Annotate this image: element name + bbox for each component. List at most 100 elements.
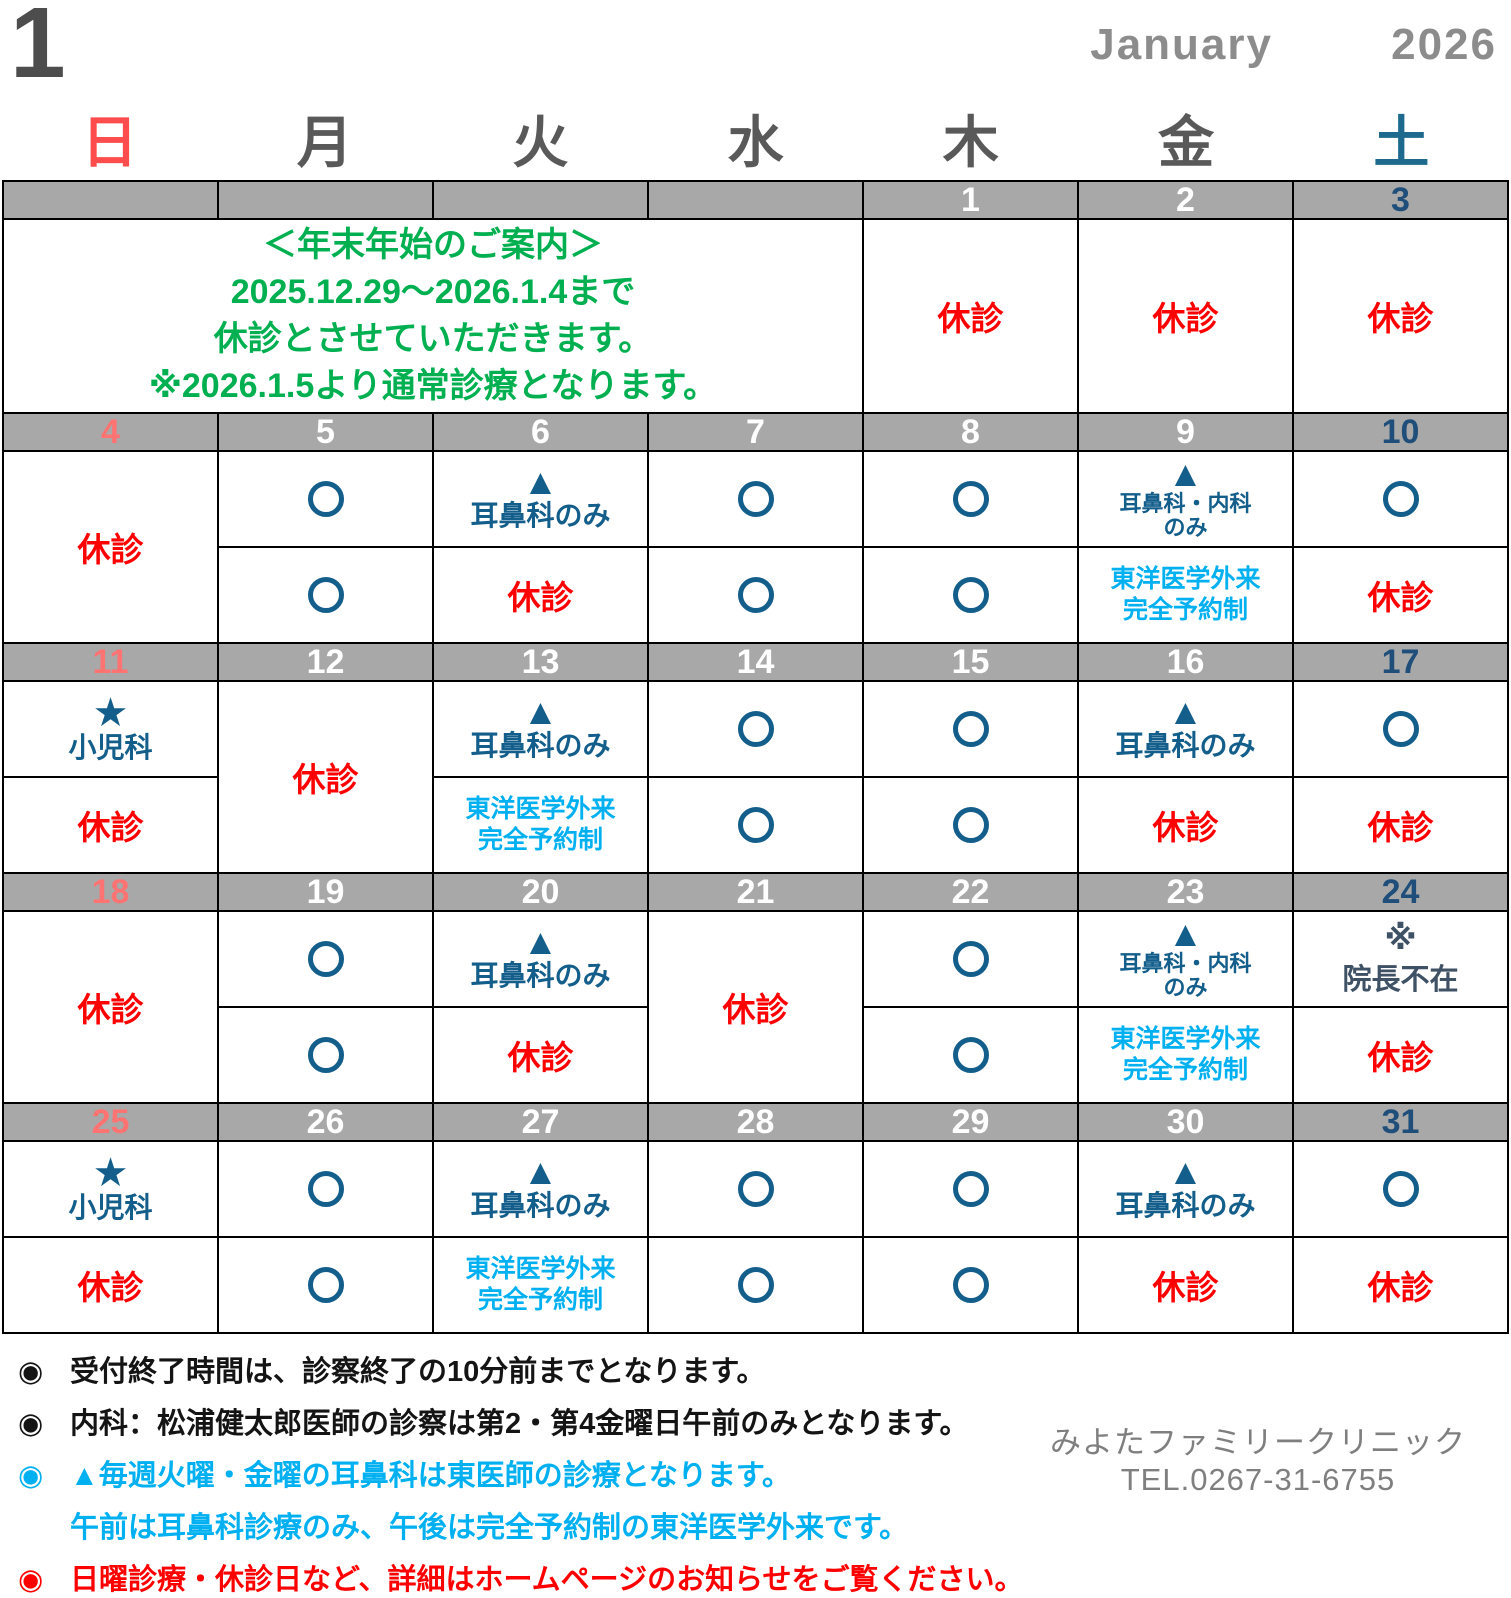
cell-day-16-am: ▲耳鼻科のみ [1077, 680, 1294, 778]
triangle-icon: ▲ [522, 461, 559, 503]
note-text: 受付終了時間は、診察終了の10分前までとなります。 [70, 1356, 766, 1388]
weekday-header-thu: 木 [942, 111, 999, 174]
cell-content: 休診 [1295, 801, 1506, 849]
ent-int-label: 耳鼻科・内科のみ [1119, 951, 1252, 1000]
star-icon: ★ [92, 1150, 129, 1195]
cell-day-23-am: ▲耳鼻科・内科のみ [1077, 910, 1294, 1008]
cell-day-25-am: ★小児科 [2, 1140, 219, 1238]
announcement-line-4: ※2026.1.5より通常診療となります。 [148, 366, 718, 405]
oriental-line2: 完全予約制 [1122, 596, 1248, 624]
note-text: ▲毎週火曜・金曜の耳鼻科は東医師の診療となります。 [70, 1460, 791, 1492]
cell-day-3-full: 休診 [1292, 218, 1509, 414]
note-item-5: ◉日曜診療・休診日など、詳細はホームページのお知らせをご覧ください。 [18, 1556, 1511, 1598]
day-number-13: 13 [432, 642, 649, 682]
cell-day-20-am: ▲耳鼻科のみ [432, 910, 649, 1008]
triangle-icon: ▲ [522, 921, 559, 963]
cell-day-1-full: 休診 [862, 218, 1079, 414]
open-circle-icon [737, 1171, 774, 1207]
cell-content: 休診 [1295, 571, 1506, 619]
ent-int-label: 耳鼻科・内科のみ [1119, 491, 1251, 540]
oriental-line2: 完全予約制 [477, 826, 603, 854]
cell-day-13-am: ▲耳鼻科のみ [432, 680, 649, 778]
open-circle-icon [307, 1267, 344, 1303]
day-number-29: 29 [862, 1102, 1079, 1142]
day-number-18: 18 [2, 872, 219, 912]
cell-content: 休診 [5, 523, 216, 571]
cell-content: ★小児科 [5, 693, 216, 764]
cell-day-30-am: ▲耳鼻科のみ [1077, 1140, 1294, 1238]
cell-day-25-pm: 休診 [2, 1236, 219, 1334]
cell-content: ▲耳鼻科のみ [435, 1154, 646, 1221]
cell-day-4-full: 休診 [2, 450, 219, 644]
weekday-header-sat: 土 [1373, 111, 1430, 174]
cell-content [865, 807, 1076, 843]
open-circle-icon [307, 481, 344, 517]
cell-content [865, 1267, 1076, 1303]
cell-content: 東洋医学外来完全予約制 [435, 1254, 646, 1317]
cell-day-24-am: ※院長不在 [1292, 910, 1509, 1008]
cell-day-27-pm: 東洋医学外来完全予約制 [432, 1236, 649, 1334]
cell-content: 休診 [5, 801, 216, 849]
cell-content [220, 1037, 431, 1073]
ent-int-line1: 耳鼻科・内科 [1119, 951, 1252, 976]
cell-content: ▲耳鼻科のみ [1080, 691, 1291, 761]
cell-content [220, 577, 431, 613]
open-circle-icon [307, 577, 344, 613]
cell-content: ▲耳鼻科・内科のみ [1080, 455, 1291, 541]
day-number-17: 17 [1292, 642, 1509, 682]
closed-label: 休診 [77, 809, 144, 846]
cell-content: 東洋医学外来完全予約制 [435, 794, 646, 857]
open-circle-icon [737, 807, 774, 843]
cell-content: ※院長不在 [1295, 921, 1506, 998]
cell-day-8-pm [862, 546, 1079, 644]
open-circle-icon [737, 1267, 774, 1303]
cell-content: ▲耳鼻科のみ [435, 461, 646, 531]
day-number-30: 30 [1077, 1102, 1294, 1142]
cell-day-2-full: 休診 [1077, 218, 1294, 414]
open-circle-icon [952, 577, 989, 613]
day-number-empty [217, 180, 434, 220]
cell-content: 休診 [220, 753, 431, 801]
cell-content: ▲耳鼻科のみ [435, 691, 646, 761]
day-number-16: 16 [1077, 642, 1294, 682]
cell-content: ★小児科 [5, 1150, 216, 1224]
ent-only-label: 耳鼻科のみ [1115, 729, 1256, 761]
cell-day-24-pm: 休診 [1292, 1006, 1509, 1104]
triangle-icon: ▲ [1167, 912, 1204, 954]
triangle-icon: ▲ [1167, 1151, 1204, 1193]
cell-content: 東洋医学外来完全予約制 [1080, 564, 1291, 627]
triangle-icon: ▲ [1167, 691, 1204, 733]
calendar-header: 1 January 2026 [0, 0, 1511, 106]
closed-label: 休診 [937, 300, 1004, 337]
cell-day-31-am [1292, 1140, 1509, 1238]
cell-content [650, 577, 861, 613]
open-circle-icon [307, 941, 344, 977]
open-circle-icon [952, 481, 989, 517]
cell-content [220, 481, 431, 517]
day-number-empty [647, 180, 864, 220]
cell-content [650, 481, 861, 517]
cell-content [650, 1267, 861, 1303]
day-number-26: 26 [217, 1102, 434, 1142]
day-number-1: 1 [862, 180, 1079, 220]
triangle-icon: ▲ [522, 691, 559, 733]
day-number-20: 20 [432, 872, 649, 912]
cell-day-23-pm: 東洋医学外来完全予約制 [1077, 1006, 1294, 1104]
cell-content: 休診 [435, 1031, 646, 1079]
weekday-header-tue: 火 [512, 111, 569, 174]
oriental-medicine-label: 東洋医学外来完全予約制 [465, 1254, 615, 1317]
day-number-28: 28 [647, 1102, 864, 1142]
cell-day-6-am: ▲耳鼻科のみ [432, 450, 649, 548]
cell-content: 休診 [5, 1261, 216, 1309]
cell-day-14-am [647, 680, 864, 778]
note-text: 内科：松浦健太郎医師の診察は第2・第4金曜日午前のみとなります。 [70, 1408, 969, 1440]
note-item-2: ◉内科：松浦健太郎医師の診察は第2・第4金曜日午前のみとなります。 [18, 1400, 1511, 1442]
day-number-12: 12 [217, 642, 434, 682]
day-number-11: 11 [2, 642, 219, 682]
announcement-line-3: 休診とさせていただきます。 [213, 320, 653, 358]
cell-day-27-am: ▲耳鼻科のみ [432, 1140, 649, 1238]
day-number-empty [2, 180, 219, 220]
